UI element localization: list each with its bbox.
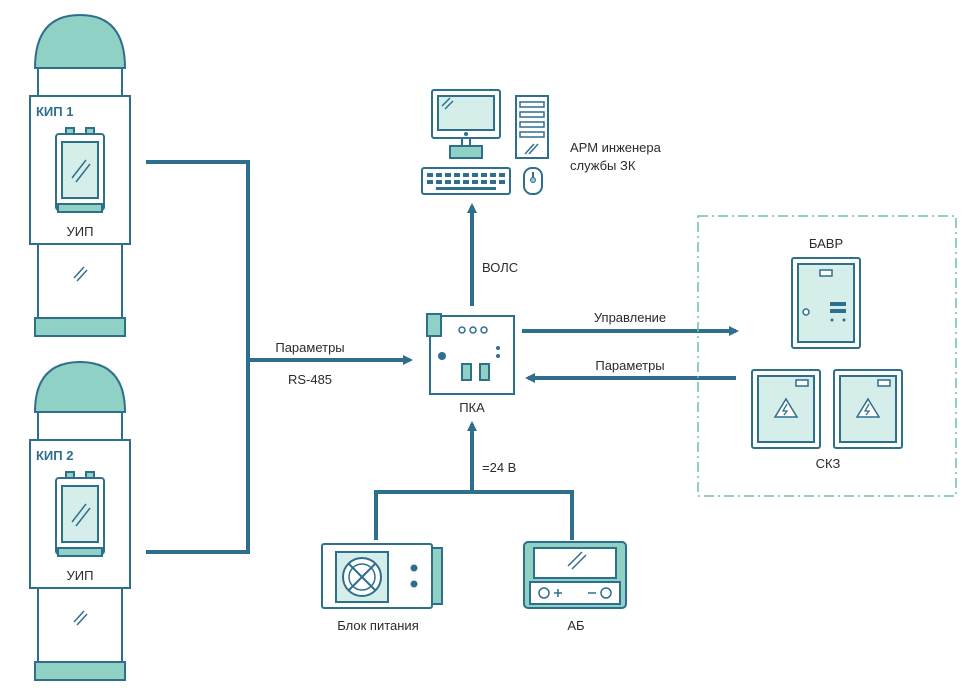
bavr-label: БАВР: [809, 236, 843, 251]
power-bus: [374, 421, 574, 540]
high-voltage-icon: [855, 397, 881, 418]
bavr-cabinet: [791, 257, 861, 349]
pka-device: [426, 313, 515, 395]
high-voltage-icon: [773, 397, 799, 418]
link-rs485: RS-485: [288, 372, 332, 387]
link-wols: ВОЛС: [482, 260, 518, 275]
kip2-device-label: УИП: [67, 568, 94, 583]
kip1-device-label: УИП: [67, 224, 94, 239]
skz-cabinet-2: [833, 369, 903, 449]
kip2-post: КИП 2 УИП: [29, 360, 131, 681]
workstation-icon: [421, 89, 549, 195]
kip2-base: [34, 661, 126, 681]
kip1-glass-mark: [73, 266, 88, 282]
kip1-post: КИП 1 УИП: [29, 13, 131, 337]
skz-cabinet-1: [751, 369, 821, 449]
link-voltage: =24 В: [482, 460, 516, 475]
battery-unit: [523, 541, 627, 609]
kip2-cap: [33, 360, 127, 413]
battery-label: АБ: [567, 618, 584, 633]
power-supply-unit: [321, 543, 443, 609]
kip2-glass-mark: [73, 610, 88, 626]
kip1-title: КИП 1: [36, 104, 73, 119]
arm-label-line1: АРМ инженера: [570, 140, 662, 155]
cathodic-station-frame: [697, 215, 957, 497]
link-params-left: Параметры: [275, 340, 344, 355]
link-control: Управление: [594, 310, 666, 325]
kip2-uip-device: [55, 471, 105, 557]
arm-label-line2: службы ЗК: [570, 158, 636, 173]
link-params-right: Параметры: [595, 358, 664, 373]
kip1-cap: [33, 13, 127, 69]
kip1-uip-device: [55, 127, 105, 213]
kip1-base: [34, 317, 126, 337]
pka-label: ПКА: [459, 400, 485, 415]
skz-label: СКЗ: [816, 456, 841, 471]
power-supply-label: Блок питания: [337, 618, 418, 633]
rs485-bus: [146, 160, 413, 554]
kip2-title: КИП 2: [36, 448, 73, 463]
